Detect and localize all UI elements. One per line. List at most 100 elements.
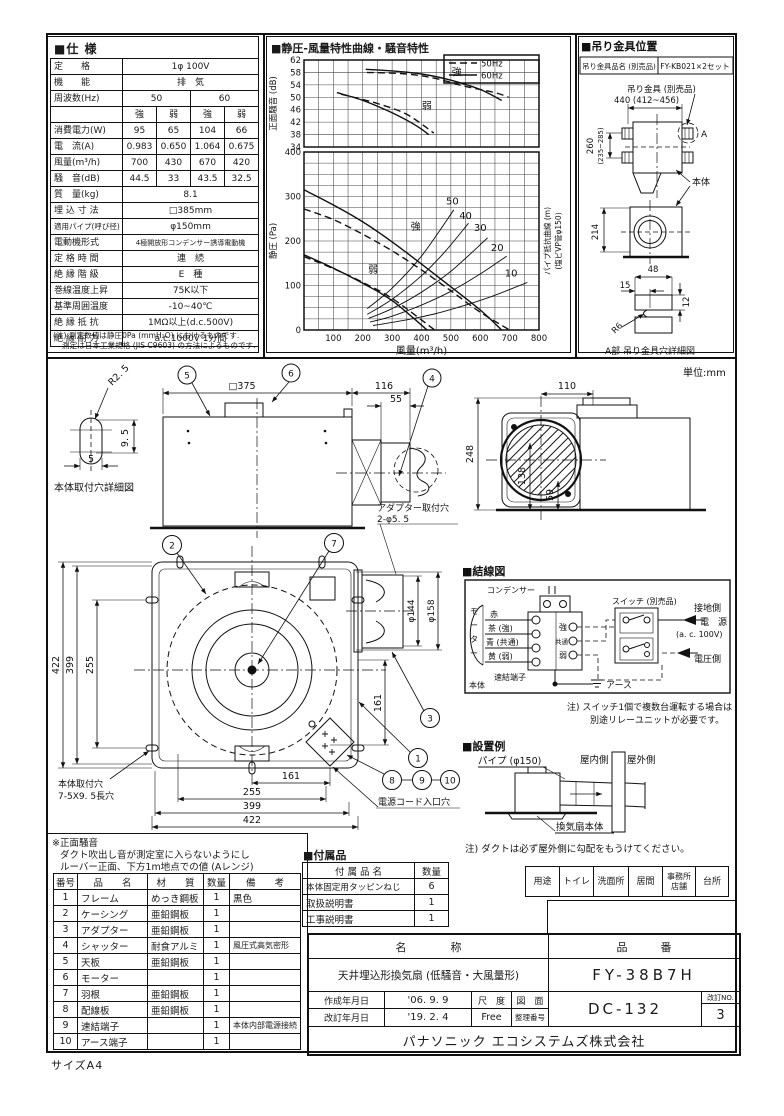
callout-1: 1 [358,701,428,768]
spec-value: 33 [156,170,191,187]
svg-text:46: 46 [290,106,301,116]
cell [229,921,301,938]
bracket-caption: A部 吊り金具穴詳細図 [605,345,695,357]
ac-label: (a. c. 100V) [676,630,722,639]
spec-value: 0.650 [156,138,191,155]
cell [229,969,301,986]
bracket-diagram: ■吊り金具位置 吊り金具品名 (別売品) FY-KB021×2セット 吊り金具 … [579,39,734,357]
mounting-slots [145,555,365,775]
wiring-note-2: 別途リレーユニットが必要です。 [590,714,724,726]
spec-value: 420 [223,154,260,171]
model-number: FY-38B7H [549,959,739,992]
dim-399-h: 399 [243,801,261,812]
spec-label [50,106,123,123]
spec-value: 430 [156,154,191,171]
chart-title: ■静圧-風量特性曲線・騒音特性 [271,42,429,55]
usage-table: 用途 トイレ 洗面所 居間 事務所店舗 台所 [525,866,729,897]
dim-r2-5: R2. 5 [106,363,131,388]
rear-view: 110 248 138 59 [465,381,706,520]
svg-text:100: 100 [285,282,301,292]
title-block: 名 称 品 番 天井埋込形換気扇 (低騒音・大風量形) FY-38B7H 作成年… [307,933,741,1056]
svg-text:10: 10 [505,269,518,280]
cell: めっき鋼板 [147,889,204,906]
spec-label: 絶 縁 階 級 [50,266,123,283]
spec-value: 66 [223,122,260,139]
spec-value: -10~40℃ [121,298,260,315]
bracket-hole-detail: 48 15 12 R6 A部 吊り金具穴詳細図 [605,265,695,357]
wire-blue-label: 青 (共通) [486,637,519,647]
cell: 5 [53,953,78,970]
callout-number: 7 [331,540,337,550]
created-date: '06. 9. 9 [385,992,472,1009]
dim-59: 59 [545,489,556,501]
callout-6: 6 [271,363,301,403]
quick-terminal-label: 速結端子 [494,672,526,682]
power-entry-box [305,717,355,767]
bracket-name-value: FY-KB021×2セット [660,62,730,71]
cell: 亜鉛鋼板 [147,985,204,1002]
cell: 1 [203,889,230,906]
dim-161-v: 161 [373,694,384,712]
svg-text:600: 600 [472,334,488,344]
cell: 1 [203,985,230,1002]
cell: 1 [203,1017,230,1034]
svg-text:強: 強 [452,66,462,79]
dim-260-range: (235~285) [597,127,605,164]
callout-number: 1 [415,755,421,765]
drawing-label: 図 面 [512,992,549,1009]
spec-label: 定 格 時 間 [50,250,123,267]
cell: 配線板 [77,1001,148,1018]
cell: フレーム [77,889,148,906]
callout-8-9-10: 8 9 10 [346,754,460,790]
spec-note-1: (注) 測定数値は静圧0Pa (mmH₂O) におけるものです. [53,331,240,340]
cell: 4 [53,937,78,954]
divider-v2 [575,33,577,358]
revised-date-label: 改訂年月日 [309,1009,385,1027]
cell: 耐食アルミ [147,937,204,954]
svg-text:正面騒音 (dB): 正面騒音 (dB) [268,76,279,131]
spec-value: 75K以下 [121,282,260,299]
callout-7: 7 [257,533,344,665]
voltage-side-label: 電圧側 [694,653,721,665]
dim-116: 116 [375,381,393,392]
divider-h1 [46,357,737,359]
earth-label: アース [606,681,632,691]
cell: アース端子 [77,1033,148,1050]
svg-text:20: 20 [491,243,504,254]
svg-text:50: 50 [446,197,459,208]
svg-text:42: 42 [290,118,301,128]
mounting-hole-detail: R2. 5 9. 5 5 本体取付穴詳細図 [54,363,138,494]
spec-label: 機 能 [50,74,123,91]
svg-text:50Hz: 50Hz [481,60,503,70]
svg-text:34: 34 [290,143,301,153]
adapter-hole-label: アダプター取付穴 [377,502,449,514]
spec-label: 質 量(kg) [50,186,123,203]
spec-label: 埋 込 寸 法 [50,202,123,219]
spec-value: 32.5 [223,170,260,187]
bracket-title: ■吊り金具位置 [581,39,657,53]
parts-header: 数量 [203,873,230,890]
motor-label: モ [470,607,478,616]
spec-value: □385mm [121,202,260,219]
dim-r6: R6 [610,321,625,336]
cell: 6 [414,878,449,895]
cell: 亜鉛鋼板 [147,921,204,938]
revision-number: 3 [702,1004,739,1027]
dim-255-h: 255 [243,787,261,798]
spec-value: a.c.1000V 1分間 [121,330,260,347]
dim-15: 15 [620,281,631,291]
svg-text:400: 400 [285,148,301,158]
spec-label: 基準周囲温度 [50,298,123,315]
svg-text:200: 200 [355,334,371,344]
svg-text:弱: 弱 [368,264,378,276]
spec-title: ■仕 様 [54,42,98,56]
cell [229,905,301,922]
spec-value: 104 [190,122,225,139]
motor-label: ー [470,621,478,630]
cell: 亜鉛鋼板 [147,953,204,970]
